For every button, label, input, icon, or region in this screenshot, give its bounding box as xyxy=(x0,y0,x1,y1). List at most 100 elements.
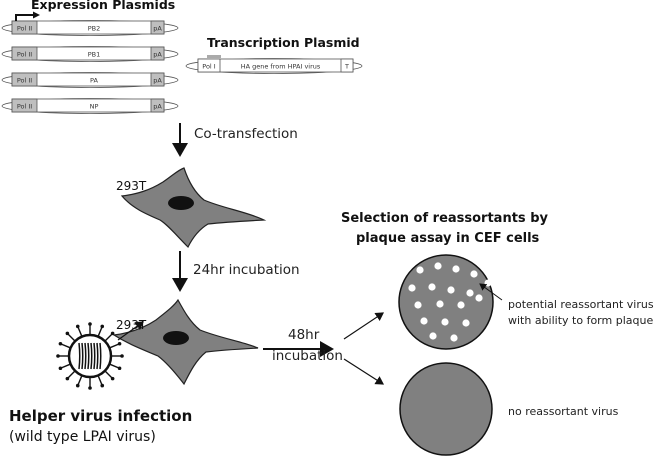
virus-spike xyxy=(110,343,119,349)
tail-label: pA xyxy=(153,25,162,33)
gene-label: PB1 xyxy=(88,51,101,59)
incubation-24-label: 24hr incubation xyxy=(193,262,300,278)
helper-virus-icon xyxy=(56,322,124,390)
gene-label: HA gene from HPAI virus xyxy=(241,63,321,71)
plaque-spot xyxy=(416,266,424,274)
helper-virus-title: Helper virus infection xyxy=(9,407,193,425)
virus-spike-tip xyxy=(65,331,70,336)
cell-nucleus xyxy=(168,196,194,210)
cotransfection-label: Co-transfection xyxy=(194,126,298,142)
virus-spike-tip xyxy=(120,354,124,358)
plaque-spot xyxy=(429,332,437,340)
plaque-spot xyxy=(452,265,460,273)
plaque-spot xyxy=(414,301,422,309)
gene-label: NP xyxy=(90,103,99,111)
cell-label-2: 293T xyxy=(116,318,147,332)
plaque-dish-positive xyxy=(398,254,494,350)
virus-spike xyxy=(67,371,75,379)
transcription-plasmid: Pol I HA gene from HPAI virus T xyxy=(185,55,363,74)
gene-label: PB2 xyxy=(88,25,101,33)
virus-rna-segment xyxy=(90,342,93,370)
positive-result-line2: with ability to form plaque xyxy=(508,314,654,327)
virus-spike-tip xyxy=(88,322,92,326)
expression-plasmid-np: Pol II NP pA xyxy=(1,98,179,114)
plaque-spot xyxy=(457,301,465,309)
incubation-48-line1: 48hr xyxy=(288,327,320,343)
transcription-plasmid-title: Transcription Plasmid xyxy=(207,35,360,50)
virus-spike-tip xyxy=(100,383,105,388)
expression-plasmid-pa: Pol II PA pA xyxy=(1,72,179,88)
virus-spike-tip xyxy=(75,324,80,329)
tail-label: pA xyxy=(153,77,162,85)
promoter-label: Pol I xyxy=(202,63,216,71)
selection-title-line2: plaque assay in CEF cells xyxy=(356,231,540,246)
positive-result-line1: potential reassortant virus xyxy=(508,298,654,311)
promoter-direction-arrow-icon xyxy=(15,11,40,21)
plaque-spot xyxy=(484,279,492,287)
virus-rna-segment xyxy=(78,342,81,370)
virus-rna-segment xyxy=(81,342,84,370)
expression-plasmids-title: Expression Plasmids xyxy=(31,0,176,12)
helper-virus-arrow xyxy=(117,321,144,341)
virus-spike-tip xyxy=(58,366,63,371)
virus-rna-segment xyxy=(87,342,90,370)
helper-virus-subtitle: (wild type LPAI virus) xyxy=(9,429,156,445)
branch-arrow-positive xyxy=(343,312,384,340)
virus-rna-segment xyxy=(99,342,102,370)
virus-rna-segment xyxy=(93,342,96,370)
expression-plasmid-pb1: Pol II PB1 pA xyxy=(1,46,179,62)
plaque-pointer-arrow xyxy=(479,283,503,301)
virus-spike xyxy=(105,333,113,341)
plaque-spot xyxy=(420,317,428,325)
virus-spike xyxy=(97,376,103,385)
plaque-spots xyxy=(408,262,492,342)
virus-spike xyxy=(77,376,83,385)
virus-spike xyxy=(97,327,103,336)
promoter-label: Pol II xyxy=(17,77,32,85)
gene-label: PA xyxy=(90,77,99,85)
plaque-spot xyxy=(466,289,474,297)
branch-arrow-negative xyxy=(343,358,385,385)
virus-spike xyxy=(61,343,70,349)
virus-spike-tip xyxy=(75,383,80,388)
plaque-spot xyxy=(436,300,444,308)
promoter-label: Pol II xyxy=(17,25,32,33)
plaque-dish-negative xyxy=(399,362,493,456)
virus-spike-tip xyxy=(56,354,60,358)
virus-spike xyxy=(110,363,119,369)
plaque-spot xyxy=(475,294,483,302)
cell-label-1: 293T xyxy=(116,179,147,193)
plaque-spot xyxy=(470,270,478,278)
virus-spike xyxy=(77,327,83,336)
virus-spike xyxy=(105,371,113,379)
plaque-spot xyxy=(447,286,455,294)
virus-spike-tip xyxy=(65,376,70,381)
promoter-marker-icon xyxy=(207,55,221,58)
virus-spike-tip xyxy=(117,366,122,371)
tail-label: pA xyxy=(153,103,162,111)
plaque-spot xyxy=(462,319,470,327)
virus-spike xyxy=(61,363,70,369)
plaque-spot xyxy=(434,262,442,270)
expression-plasmid-pb2: Pol II PB2 pA xyxy=(1,20,179,36)
selection-title-line1: Selection of reassortants by xyxy=(341,211,548,226)
virus-spike xyxy=(67,333,75,341)
virus-spike-tip xyxy=(110,331,115,336)
plaque-spot xyxy=(428,283,436,291)
promoter-label: Pol II xyxy=(17,103,32,111)
cell-293t-1 xyxy=(120,167,267,249)
virus-rna-segment xyxy=(96,342,99,370)
tail-label: pA xyxy=(153,51,162,59)
virus-spike-tip xyxy=(58,341,63,346)
plaque-spot xyxy=(450,334,458,342)
virus-spike-tip xyxy=(110,376,115,381)
tail-label: T xyxy=(344,63,349,71)
plaque-spot xyxy=(441,318,449,326)
incubation-48-line2: incubation xyxy=(272,348,343,364)
virus-spike-tip xyxy=(117,341,122,346)
plaque-spot xyxy=(408,284,416,292)
negative-result-label: no reassortant virus xyxy=(508,405,619,418)
virus-spike-tip xyxy=(88,386,92,390)
promoter-label: Pol II xyxy=(17,51,32,59)
